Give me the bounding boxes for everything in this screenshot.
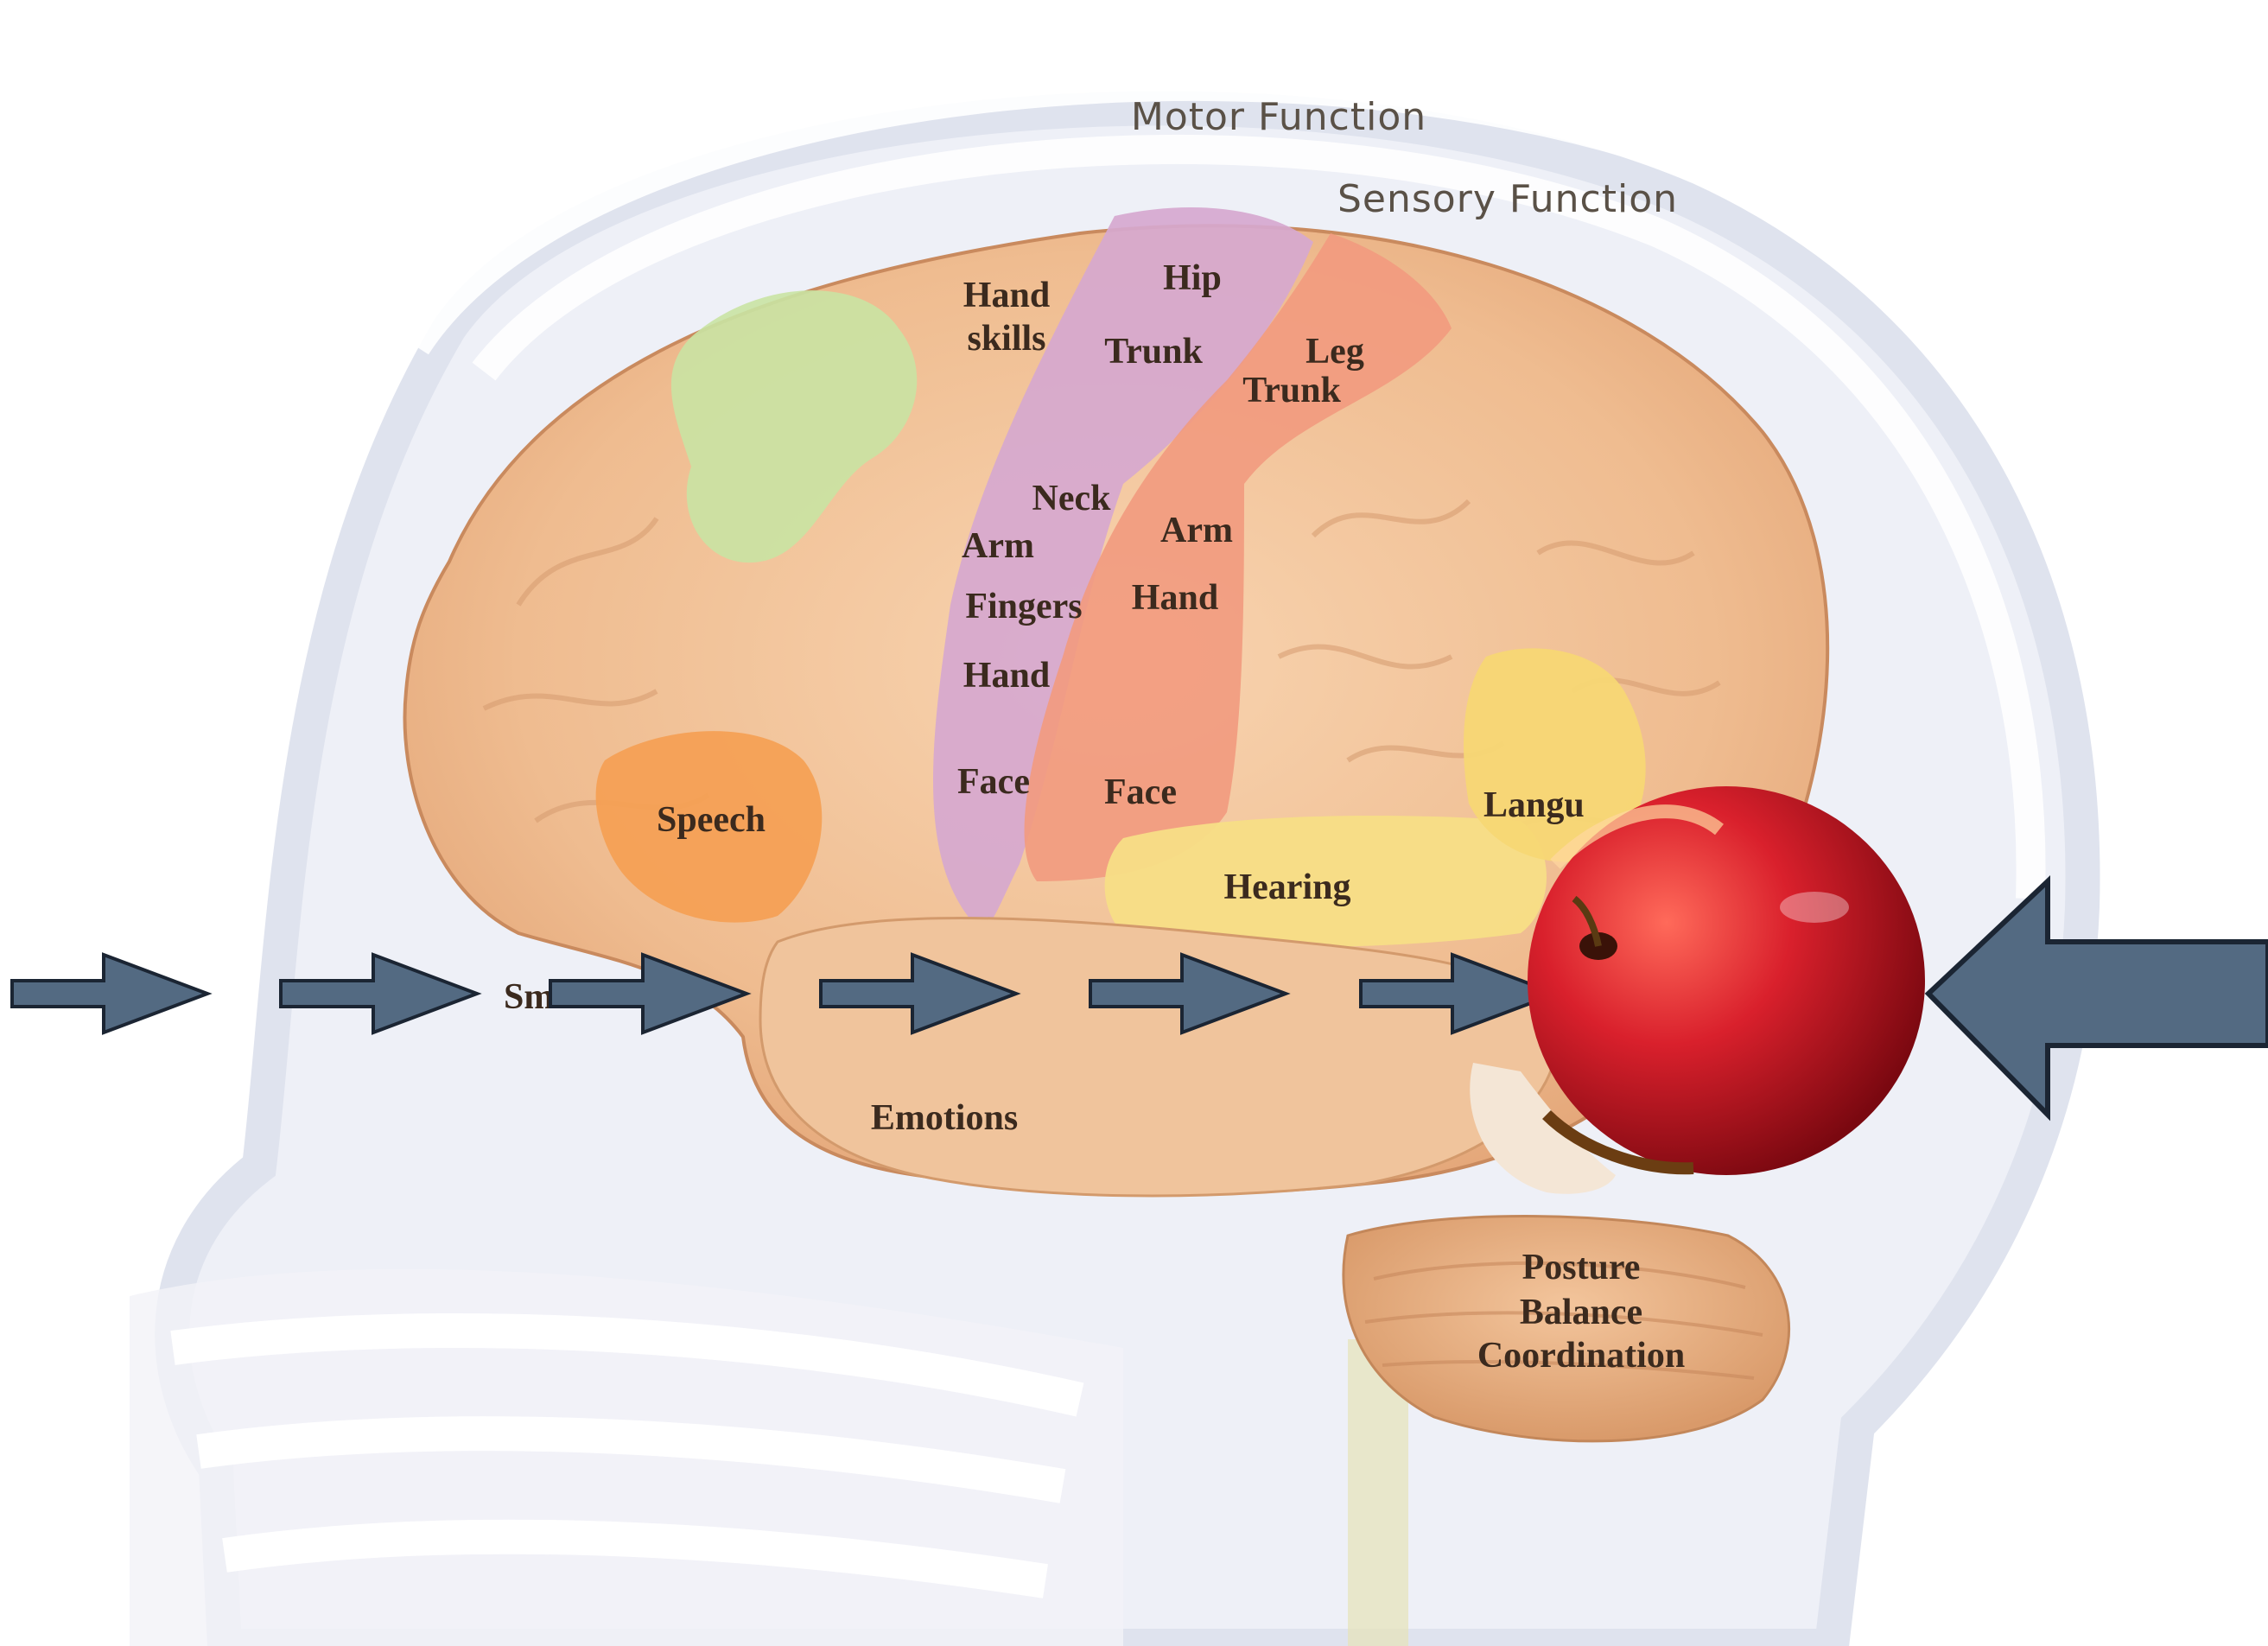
- neck-label: Neck: [1032, 479, 1112, 518]
- posture-label: Posture: [1522, 1248, 1641, 1287]
- language-label: Langu: [1483, 785, 1585, 825]
- balance-label: Balance: [1520, 1293, 1642, 1332]
- arm-motor-label: Arm: [962, 526, 1034, 566]
- arrow-right-icon: [12, 955, 207, 1033]
- trunk-motor-label: Trunk: [1104, 332, 1203, 372]
- hip-label: Hip: [1163, 258, 1222, 298]
- face-motor-label: Face: [957, 762, 1030, 802]
- face-sensory-label: Face: [1104, 772, 1177, 812]
- hearing-label: Hearing: [1224, 867, 1351, 907]
- speech-label: Speech: [657, 800, 766, 840]
- hand-sensory-label: Hand: [1132, 578, 1218, 618]
- hand-skills-label-line2: skills: [967, 319, 1045, 359]
- sensory-function-label: Sensory Function: [1337, 177, 1678, 221]
- coordination-label: Coordination: [1477, 1336, 1685, 1376]
- fingers-label: Fingers: [965, 587, 1082, 626]
- trunk-sensory-label: Trunk: [1242, 371, 1341, 410]
- hand-skills-label-line1: Hand: [963, 276, 1050, 315]
- hand-motor-label: Hand: [963, 656, 1050, 696]
- emotions-label: Emotions: [871, 1098, 1018, 1138]
- smell-label: Sm: [504, 977, 554, 1017]
- leg-label: Leg: [1306, 332, 1364, 372]
- motor-function-label: Motor Function: [1131, 95, 1426, 139]
- arm-sensory-label: Arm: [1160, 511, 1233, 550]
